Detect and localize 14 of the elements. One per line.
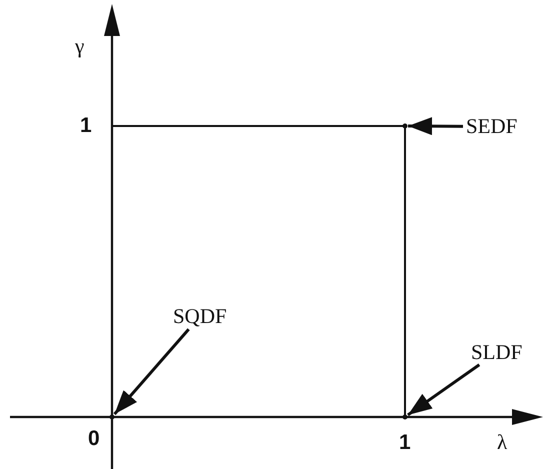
curve-label: SQDF bbox=[173, 306, 227, 327]
corner-point bbox=[402, 124, 408, 128]
axis-label: γ bbox=[75, 36, 84, 57]
tick-label: 0 bbox=[88, 428, 100, 449]
corner-point bbox=[402, 414, 408, 420]
tick-label: 1 bbox=[80, 115, 92, 136]
tick-label: 1 bbox=[399, 432, 411, 453]
curve-label: SLDF bbox=[471, 342, 522, 363]
pointer-arrow bbox=[113, 328, 190, 416]
pointer-arrow bbox=[407, 364, 480, 416]
corner-point bbox=[110, 414, 114, 420]
axis-label: λ bbox=[497, 432, 508, 453]
curve-label: SEDF bbox=[466, 116, 518, 137]
pointer-arrow bbox=[408, 117, 464, 136]
